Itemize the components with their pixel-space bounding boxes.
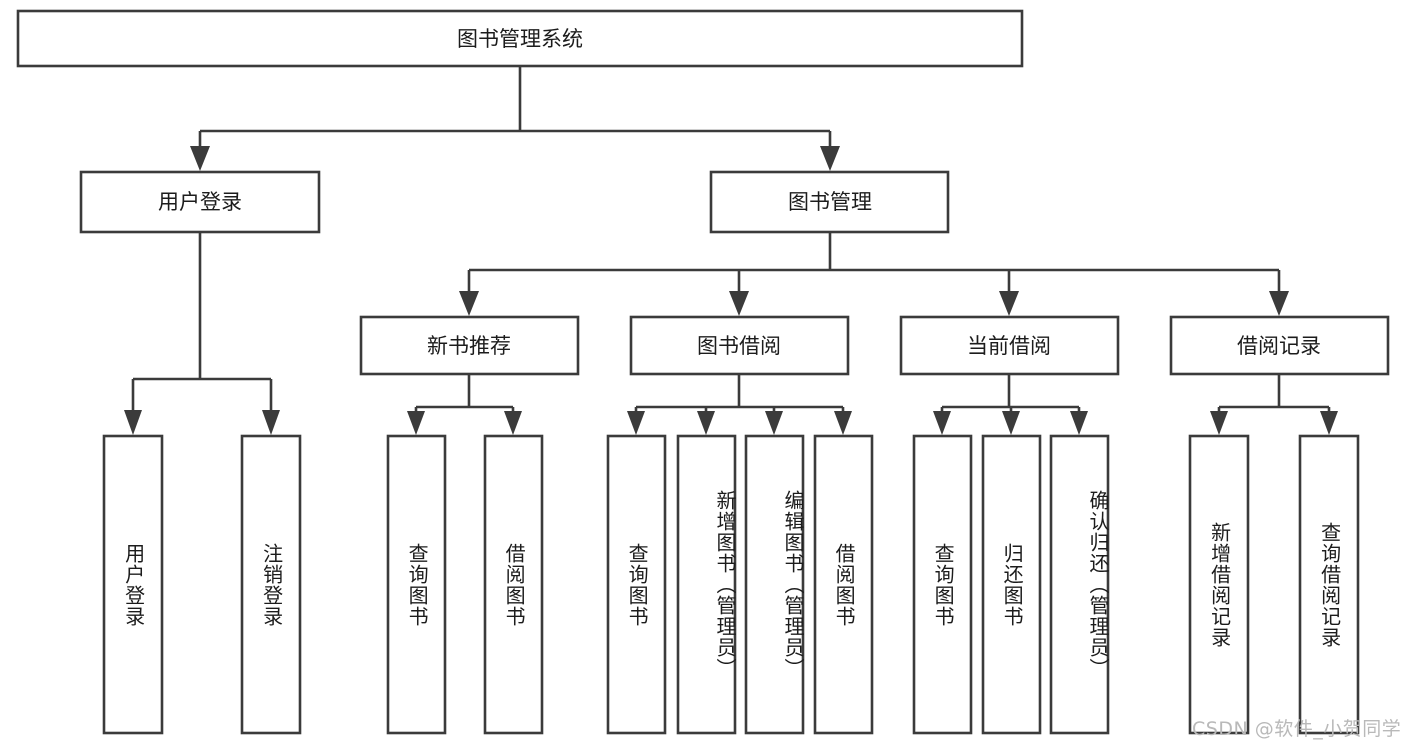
- node-box-leaf-add-borrow-record[interactable]: [1188, 434, 1250, 735]
- arrow-to-leaf-add-borrow-record: [1210, 411, 1228, 435]
- arrow-to-leaf-logout: [262, 410, 280, 435]
- node-box-leaf-add-book-admin[interactable]: [676, 434, 737, 735]
- node-box-leaf-borrow-book-1[interactable]: [483, 434, 544, 735]
- arrow-to-leaf-edit-book-admin: [765, 411, 783, 435]
- node-box-borrow-record[interactable]: [1169, 315, 1390, 376]
- node-box-leaf-query-book-1[interactable]: [386, 434, 447, 735]
- node-layer: 图书管理系统 用户登录 图书管理 新书推荐 图书借阅 当前借阅 借阅记录: [16, 9, 1390, 735]
- node-box-leaf-user-login[interactable]: [102, 434, 164, 735]
- arrow-to-leaf-query-book-2: [627, 411, 645, 435]
- arrow-to-leaf-query-borrow-record: [1320, 411, 1338, 435]
- arrow-to-leaf-query-book-1: [407, 411, 425, 435]
- arrow-to-borrow-record: [1269, 291, 1289, 316]
- node-label-borrow-record: 借阅记录: [1237, 334, 1321, 358]
- arrow-to-leaf-query-book-3: [933, 411, 951, 435]
- node-box-leaf-borrow-book-2[interactable]: [813, 434, 874, 735]
- arrow-to-current-borrow: [999, 291, 1019, 316]
- connector-layer: [124, 66, 1338, 435]
- arrow-to-leaf-return-book: [1002, 411, 1020, 435]
- arrow-to-leaf-borrow-book-1: [504, 411, 522, 435]
- node-box-book-manage[interactable]: [709, 170, 950, 234]
- node-label-new-book-recommend: 新书推荐: [427, 334, 511, 358]
- node-box-leaf-edit-book-admin[interactable]: [744, 434, 805, 735]
- csdn-watermark: CSDN @软件_小贺同学: [1192, 718, 1402, 740]
- arrow-root-to-book-manage: [820, 146, 840, 171]
- arrow-to-new-book-recommend: [459, 291, 479, 316]
- arrow-to-leaf-user-login: [124, 410, 142, 435]
- node-box-root[interactable]: [16, 9, 1024, 68]
- node-label-root: 图书管理系统: [457, 27, 583, 51]
- arrow-to-leaf-add-book-admin: [697, 411, 715, 435]
- node-label-current-borrow: 当前借阅: [967, 334, 1051, 358]
- node-label-book-manage: 图书管理: [788, 190, 872, 214]
- arrow-root-to-user-login: [190, 146, 210, 171]
- node-box-leaf-return-book[interactable]: [981, 434, 1042, 735]
- node-label-book-borrow: 图书借阅: [697, 334, 781, 358]
- node-box-leaf-query-book-3[interactable]: [912, 434, 973, 735]
- node-box-leaf-query-borrow-record[interactable]: [1298, 434, 1360, 735]
- arrow-to-leaf-borrow-book-2: [834, 411, 852, 435]
- node-box-leaf-logout[interactable]: [240, 434, 302, 735]
- node-box-new-book-recommend[interactable]: [359, 315, 580, 376]
- node-box-current-borrow[interactable]: [899, 315, 1120, 376]
- arrow-to-book-borrow: [729, 291, 749, 316]
- node-box-leaf-query-book-2[interactable]: [606, 434, 667, 735]
- node-label-user-login: 用户登录: [158, 190, 242, 214]
- arrow-to-leaf-confirm-return-admin: [1070, 411, 1088, 435]
- node-box-user-login[interactable]: [79, 170, 321, 234]
- node-box-leaf-confirm-return-admin[interactable]: [1049, 434, 1110, 735]
- node-box-book-borrow[interactable]: [629, 315, 850, 376]
